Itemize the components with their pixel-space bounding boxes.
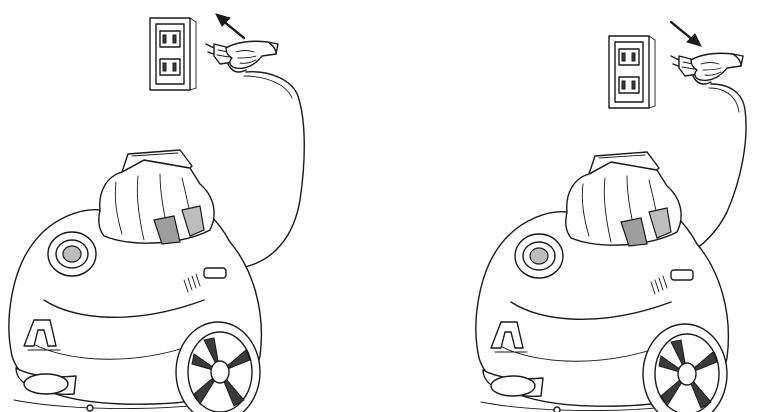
vacuum-cleaner [475,151,730,412]
arrow-icon [669,20,702,47]
power-cord [225,71,305,271]
plug-in-panel [8,13,305,412]
hand-with-plug [205,40,279,73]
vacuum-cleaner [8,149,263,412]
wall-outlet [149,17,197,91]
hand-with-plug [670,52,744,85]
wall-outlet [608,35,656,109]
arrow-icon [215,13,246,40]
unplug-panel [381,0,762,412]
